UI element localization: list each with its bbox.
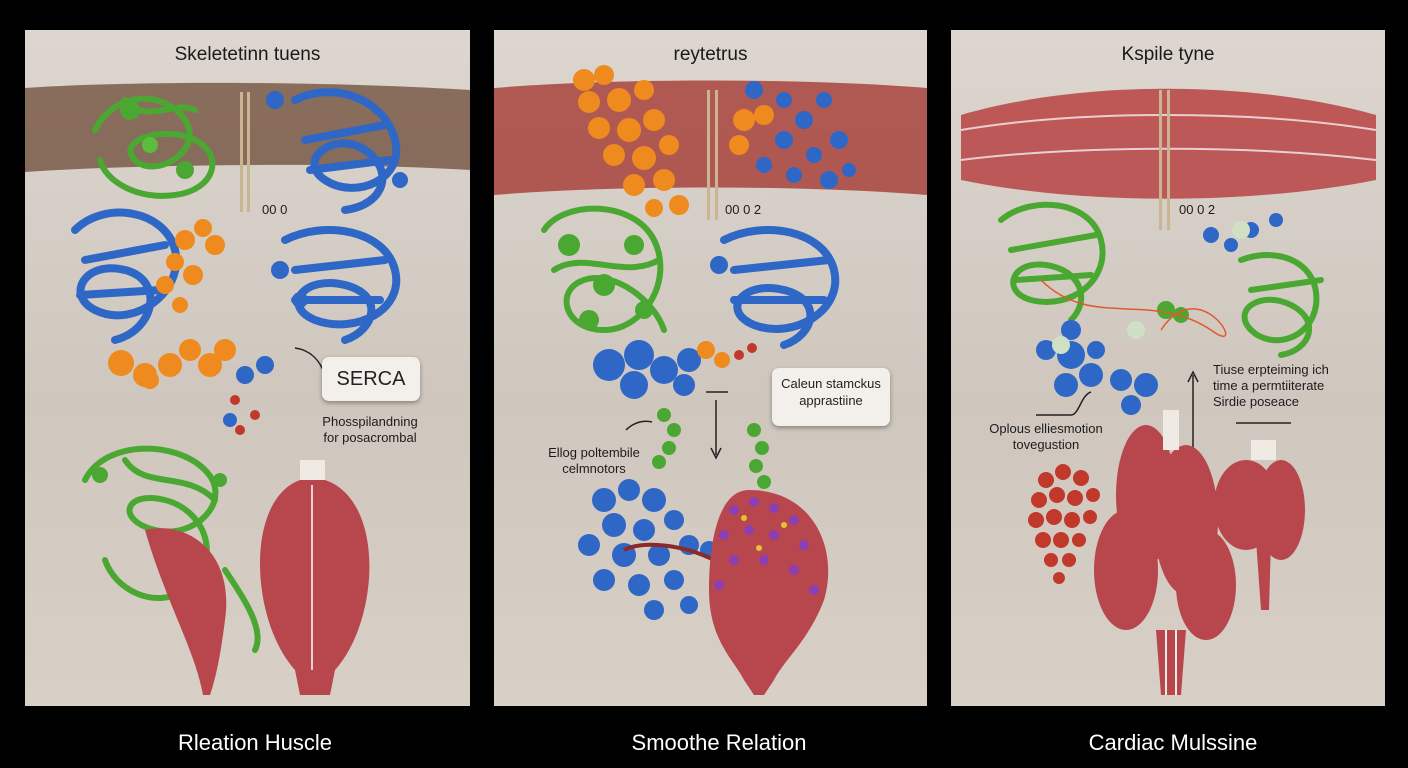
caption-skeletal: Rleation Huscle xyxy=(177,730,333,755)
smooth-illustration xyxy=(494,65,927,695)
callout-line: Caleun stamckus xyxy=(781,376,881,391)
skeletal-illustration xyxy=(25,82,470,695)
calcium-callout: Caleun stamckus apprastiine xyxy=(772,368,890,426)
marker-label: 00 0 xyxy=(262,202,288,217)
blue-protein-mid-left xyxy=(71,208,181,344)
note-line: Phosspilandning xyxy=(322,414,418,429)
left-note: Oplous elliesmotion tovegustion xyxy=(971,421,1121,453)
right-note: Tiuse erpteiming ich time a permtiiterat… xyxy=(1213,362,1363,410)
marker-label: 00 0 2 xyxy=(1179,202,1216,217)
muscle-bulb xyxy=(260,460,370,695)
note-line: Oplous elliesmotion xyxy=(989,421,1103,436)
panel-smooth: reytetrus 00 0 2 Caleun stamckus apprast… xyxy=(494,30,927,706)
blue-beads xyxy=(1036,213,1283,415)
callout-line: apprastiine xyxy=(799,393,863,408)
red-cluster xyxy=(1028,464,1100,584)
panel-skeletal: Skeletetinn tuens 00 0 SERCA Phosspiland… xyxy=(25,30,470,706)
muscle-fiber-small xyxy=(145,528,227,695)
marker-label: 00 0 2 xyxy=(725,202,762,217)
blue-chain xyxy=(593,340,701,399)
note-line: for posacrombal xyxy=(323,430,417,445)
muscle-bulb-purple xyxy=(709,490,829,695)
note-line: celmnotors xyxy=(562,461,626,476)
orange-cluster-top xyxy=(573,65,774,217)
muscle-bulb-right xyxy=(1214,460,1305,610)
note-line: Tiuse erpteiming ich xyxy=(1213,362,1329,377)
blue-cluster-bottom xyxy=(578,479,718,620)
blue-protein-top xyxy=(291,88,401,214)
phosphorylation-note: Phosspilandning for posacrombal xyxy=(295,414,445,446)
note-line: Sirdie poseace xyxy=(1213,394,1299,409)
muscle-group-large xyxy=(1094,425,1236,695)
orange-cluster-mid xyxy=(156,219,225,313)
blue-protein-mid-right xyxy=(281,226,401,344)
green-chain-lower xyxy=(652,408,771,489)
orange-chain xyxy=(108,339,274,435)
muscle-band xyxy=(494,80,927,195)
note-line: tovegustion xyxy=(1012,437,1080,452)
note-line: Ellog poltembile xyxy=(548,445,640,460)
panel-title: reytetrus xyxy=(673,44,748,65)
note-line: time a permtiiterate xyxy=(1213,378,1325,393)
serca-callout: SERCA xyxy=(322,357,420,401)
blue-protein-mid-right xyxy=(720,226,840,349)
panel-cardiac: Kspile tyne 00 0 2 Tiuse erpteiming ich … xyxy=(951,30,1385,706)
panel-title: Skeletetinn tuens xyxy=(174,44,321,65)
panel-title: Kspile tyne xyxy=(1121,44,1215,65)
cardiac-illustration xyxy=(960,88,1377,695)
green-protein-left xyxy=(998,201,1106,323)
caption-smooth: Smoothe Relation xyxy=(631,730,807,755)
blue-cluster-top xyxy=(745,81,856,189)
elongation-note: Ellog poltembile celmnotors xyxy=(524,445,664,477)
caption-cardiac: Cardiac Mulssine xyxy=(1088,730,1258,755)
green-protein-right xyxy=(1238,252,1324,358)
